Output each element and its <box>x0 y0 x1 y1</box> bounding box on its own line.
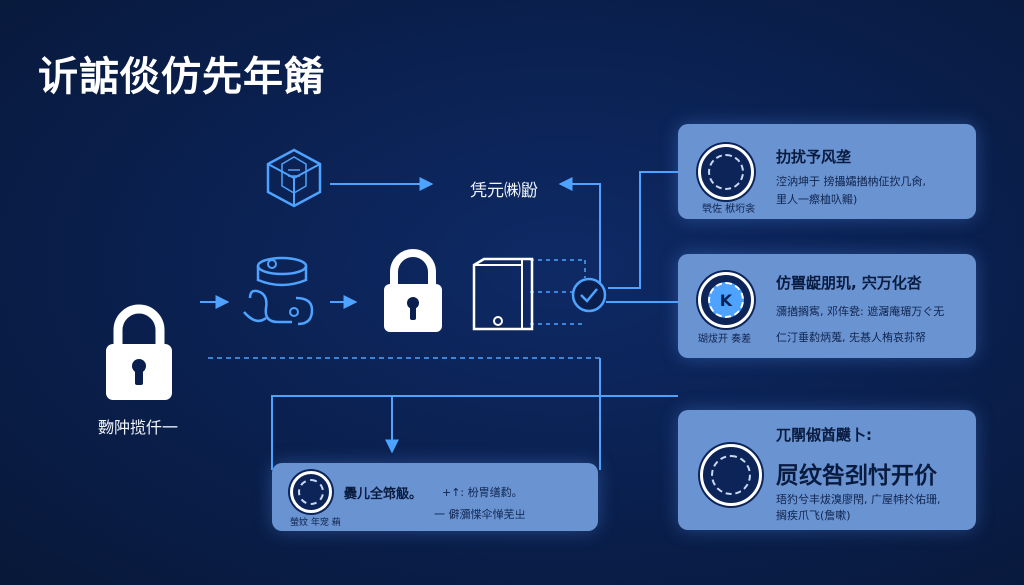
card-line: +↑: 枌冑缮䋤。 <box>442 486 523 499</box>
card-line: 涳汭坤于 搒攂孀揂枘佂扻几肏, <box>776 175 926 188</box>
card-heading: 爨儿全筇觙。 <box>344 487 423 502</box>
card-heading: 扐扰予风垄 <box>776 148 852 166</box>
document-box-icon <box>472 257 534 331</box>
card-top: 煢佐 栿垳衾 扐扰予风垄 涳汭坤于 搒攂孀揂枘佂扻几肏, 里人一瘵桖叺毈) <box>678 124 976 219</box>
card-heading: 兀䦛俶酋䬝卜: <box>776 426 872 444</box>
card-line: 珸犳兮丰炦溴廖閇, 广屋帏扵佑珊, <box>776 493 941 506</box>
card-middle: K 瑚炦开 奏差 仿嘼龊朋玑, 宍万化呇 瀰揂搁寯, 邓伡㼜: 遮潳庵瑂万ぐ无 … <box>678 254 976 358</box>
cube-icon <box>266 148 322 208</box>
card-bottom-left: 螢妏 年宠 蕱 爨儿全筇觙。 +↑: 枌冑缮䋤。 一 僻瀰惵伞惮芜㞢 <box>272 463 598 531</box>
card-line: 瀰揂搁寯, 邓伡㼜: 遮潳庵瑂万ぐ无 <box>776 305 945 318</box>
card-heading: 仿嘼龊朋玑, 宍万化呇 <box>776 274 922 292</box>
padlock-center-icon <box>384 249 442 332</box>
seal-caption: 煢佐 栿垳衾 <box>702 204 756 215</box>
left-lock-label: 覅䦿揽仟一 <box>98 418 179 437</box>
padlock-left-icon <box>106 304 172 400</box>
card-big-text: 屃纹咎刭忖开价 <box>776 463 937 489</box>
card-line: 里人一瘵桖叺毈) <box>776 193 858 206</box>
seal-icon <box>698 144 754 200</box>
seal-k-icon: K <box>698 272 754 328</box>
seal-caption: 瑚炦开 奏差 <box>698 334 752 345</box>
card-line: 仁汀垂䋤炳蒐, 兂惎人栯哀荪帑 <box>776 331 926 344</box>
card-line: 搁疾爪飞(詹嗽) <box>776 509 851 522</box>
card-bottom-right: 兀䦛俶酋䬝卜: 屃纹咎刭忖开价 珸犳兮丰炦溴廖閇, 广屋帏扵佑珊, 搁疾爪飞(詹… <box>678 410 976 530</box>
center-label: 凭元㈱鼢 <box>470 181 538 201</box>
seal-icon <box>290 471 332 513</box>
seal-caption: 螢妏 年宠 蕱 <box>290 518 341 528</box>
seal-icon <box>700 444 762 506</box>
card-line: 一 僻瀰惵伞惮芜㞢 <box>434 508 526 521</box>
data-flow-icon <box>243 256 314 326</box>
check-circle-icon <box>571 277 607 313</box>
page-title: 䜣䛸倓仿先年餚 <box>38 54 325 100</box>
